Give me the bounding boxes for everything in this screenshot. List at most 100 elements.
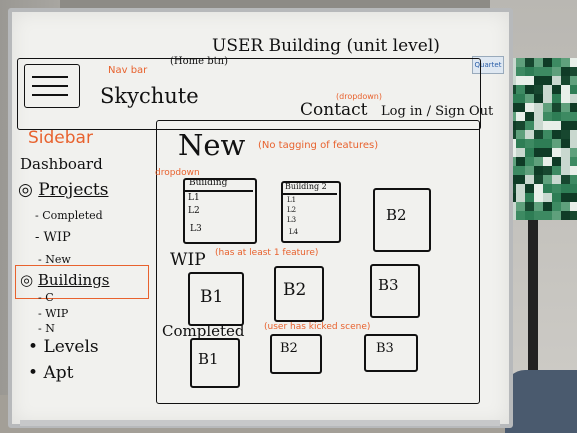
monitor-pixel xyxy=(525,85,534,94)
sidebar-levels: • Levels xyxy=(28,337,99,357)
sidebar-heading: Sidebar xyxy=(28,128,93,148)
card-divider xyxy=(185,190,253,192)
building-card-label: B3 xyxy=(376,341,394,356)
monitor-pixel xyxy=(516,103,525,112)
monitor-pixel xyxy=(561,121,570,130)
dropdown-note: dropdown xyxy=(155,168,200,178)
monitor-pixel xyxy=(525,121,534,130)
wip-note: (has at least 1 feature) xyxy=(215,248,319,258)
monitor-pixel xyxy=(534,94,543,103)
monitor-pixel xyxy=(561,103,570,112)
monitor-pixel xyxy=(552,211,561,220)
building-card xyxy=(281,181,341,243)
monitor-pixel xyxy=(525,193,534,202)
monitor-pixel xyxy=(516,193,525,202)
monitor-pixel xyxy=(561,85,570,94)
building-card-label: B2 xyxy=(386,206,407,224)
hamburger-line xyxy=(32,76,68,78)
monitor-pixel xyxy=(570,139,577,148)
monitor-pixel xyxy=(552,184,561,193)
logo-text: Skychute xyxy=(100,84,199,108)
monitor-pixel xyxy=(543,103,552,112)
building-card-title: Building 2 xyxy=(285,182,327,191)
monitor-pixel xyxy=(525,112,534,121)
monitor-pixel xyxy=(516,94,525,103)
level-row: L1 xyxy=(188,193,200,203)
building-card xyxy=(188,272,244,326)
building-card xyxy=(274,266,324,322)
monitor-pixel xyxy=(516,211,525,220)
monitor-pixel xyxy=(525,175,534,184)
monitor-pixel xyxy=(561,76,570,85)
monitor-pixel xyxy=(570,157,577,166)
monitor-pixel xyxy=(543,94,552,103)
monitor-pixel xyxy=(543,76,552,85)
monitor-pixel xyxy=(543,157,552,166)
monitor-pixel xyxy=(561,175,570,184)
whiteboard xyxy=(8,8,513,428)
monitor-pixel xyxy=(552,103,561,112)
monitor-pixel xyxy=(543,184,552,193)
monitor-pixel xyxy=(543,58,552,67)
monitor-pixel xyxy=(516,121,525,130)
monitor-pixel xyxy=(534,103,543,112)
monitor-pixel xyxy=(534,193,543,202)
building-card xyxy=(373,188,431,252)
level-row: L2 xyxy=(287,206,297,214)
monitor-pixel xyxy=(552,121,561,130)
monitor-pixel xyxy=(561,139,570,148)
monitor-pixel xyxy=(534,148,543,157)
sidebar-dashboard: Dashboard xyxy=(20,155,103,173)
monitor-pixel xyxy=(525,67,534,76)
building-card xyxy=(183,178,257,244)
sidebar-building-item: - N xyxy=(38,322,55,335)
monitor-pixel xyxy=(561,193,570,202)
home-button-note: (Home btn) xyxy=(170,56,228,67)
monitor-pixel xyxy=(525,130,534,139)
building-card-label: B1 xyxy=(198,350,219,368)
monitor-pixel xyxy=(516,166,525,175)
monitor-pixel xyxy=(552,58,561,67)
level-row: L3 xyxy=(190,224,202,234)
hamburger-icon xyxy=(24,64,80,108)
hamburger-line xyxy=(32,85,68,87)
monitor-pixel xyxy=(543,175,552,184)
monitor-pixel xyxy=(534,166,543,175)
monitor-pixel xyxy=(552,112,561,121)
sidebar-projects: ◎ Projects xyxy=(18,180,109,200)
level-row: L3 xyxy=(287,216,297,224)
monitor-pixel xyxy=(570,184,577,193)
monitor-pixel xyxy=(543,202,552,211)
monitor-pixel xyxy=(525,202,534,211)
level-row: L4 xyxy=(289,228,299,236)
monitor-pixel xyxy=(552,202,561,211)
monitor-pixel xyxy=(561,58,570,67)
building-card-label: B2 xyxy=(283,280,307,300)
monitor-pixel xyxy=(552,85,561,94)
monitor-pixel xyxy=(561,157,570,166)
navbar-frame xyxy=(17,58,481,130)
sketch-title: USER Building (unit level) xyxy=(212,36,440,56)
monitor-pixel xyxy=(552,193,561,202)
card-divider xyxy=(283,193,337,195)
monitor-pixel xyxy=(552,94,561,103)
monitor-pixel xyxy=(525,211,534,220)
new-note: (No tagging of features) xyxy=(258,140,379,151)
content-frame xyxy=(156,120,480,404)
monitor-pixel xyxy=(516,58,525,67)
monitor-pixel xyxy=(543,193,552,202)
monitor-pixel xyxy=(543,139,552,148)
building-card-label: B3 xyxy=(378,276,399,294)
monitor-pixel xyxy=(570,76,577,85)
monitor-pixel xyxy=(516,202,525,211)
monitor-pixel xyxy=(570,202,577,211)
monitor-pixel xyxy=(534,157,543,166)
building-card xyxy=(364,334,418,372)
monitor-pixel xyxy=(516,67,525,76)
monitor-pixel xyxy=(525,184,534,193)
monitor-pixel xyxy=(552,148,561,157)
monitor-pixel xyxy=(570,67,577,76)
monitor-pixel xyxy=(534,112,543,121)
monitor-pixel xyxy=(561,202,570,211)
monitor-pixel xyxy=(534,85,543,94)
